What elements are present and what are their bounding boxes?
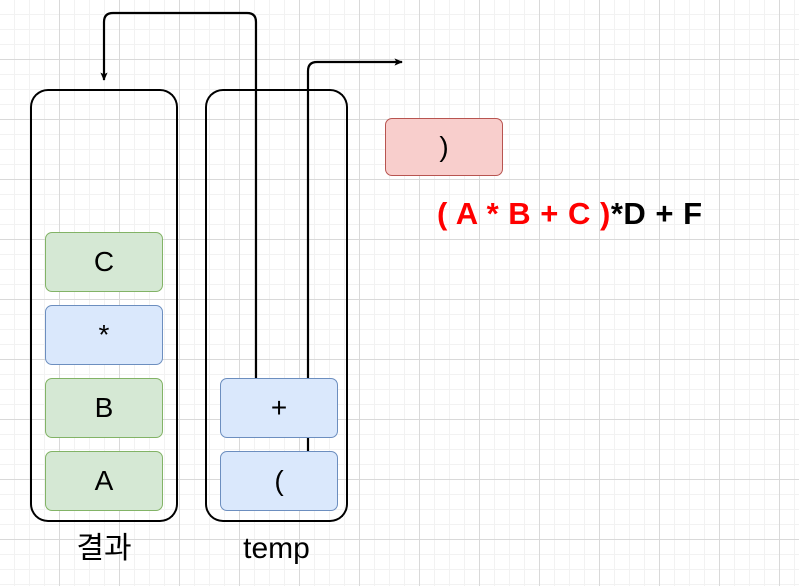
expression-remaining-part: *D + F	[610, 196, 703, 231]
stack-result-item-1[interactable]: *	[45, 305, 163, 365]
cell-label: C	[93, 246, 115, 277]
cell-label: +	[270, 392, 288, 423]
cell-label: *	[98, 319, 110, 350]
stack-temp-item-0[interactable]: +	[220, 378, 338, 438]
current-token-label: )	[439, 131, 449, 162]
stack-temp-item-1[interactable]: (	[220, 451, 338, 511]
stack-temp-top-border	[205, 89, 348, 129]
cell-label: A	[94, 465, 114, 496]
stack-result-label: 결과	[76, 532, 132, 565]
cell-label: (	[274, 465, 284, 496]
current-token-box[interactable]: )	[385, 118, 503, 176]
expression-display: ( A * B + C )*D + F	[437, 198, 703, 229]
stack-result[interactable]	[30, 125, 178, 522]
stack-result-top-border	[30, 89, 178, 129]
stack-result-item-2[interactable]: B	[45, 378, 163, 438]
stack-temp[interactable]	[205, 125, 348, 522]
stack-temp-label: temp	[243, 532, 310, 565]
stack-result-item-0[interactable]: C	[45, 232, 163, 292]
stack-result-item-3[interactable]: A	[45, 451, 163, 511]
cell-label: B	[94, 392, 114, 423]
expression-processed-part: ( A * B + C )	[437, 196, 611, 231]
